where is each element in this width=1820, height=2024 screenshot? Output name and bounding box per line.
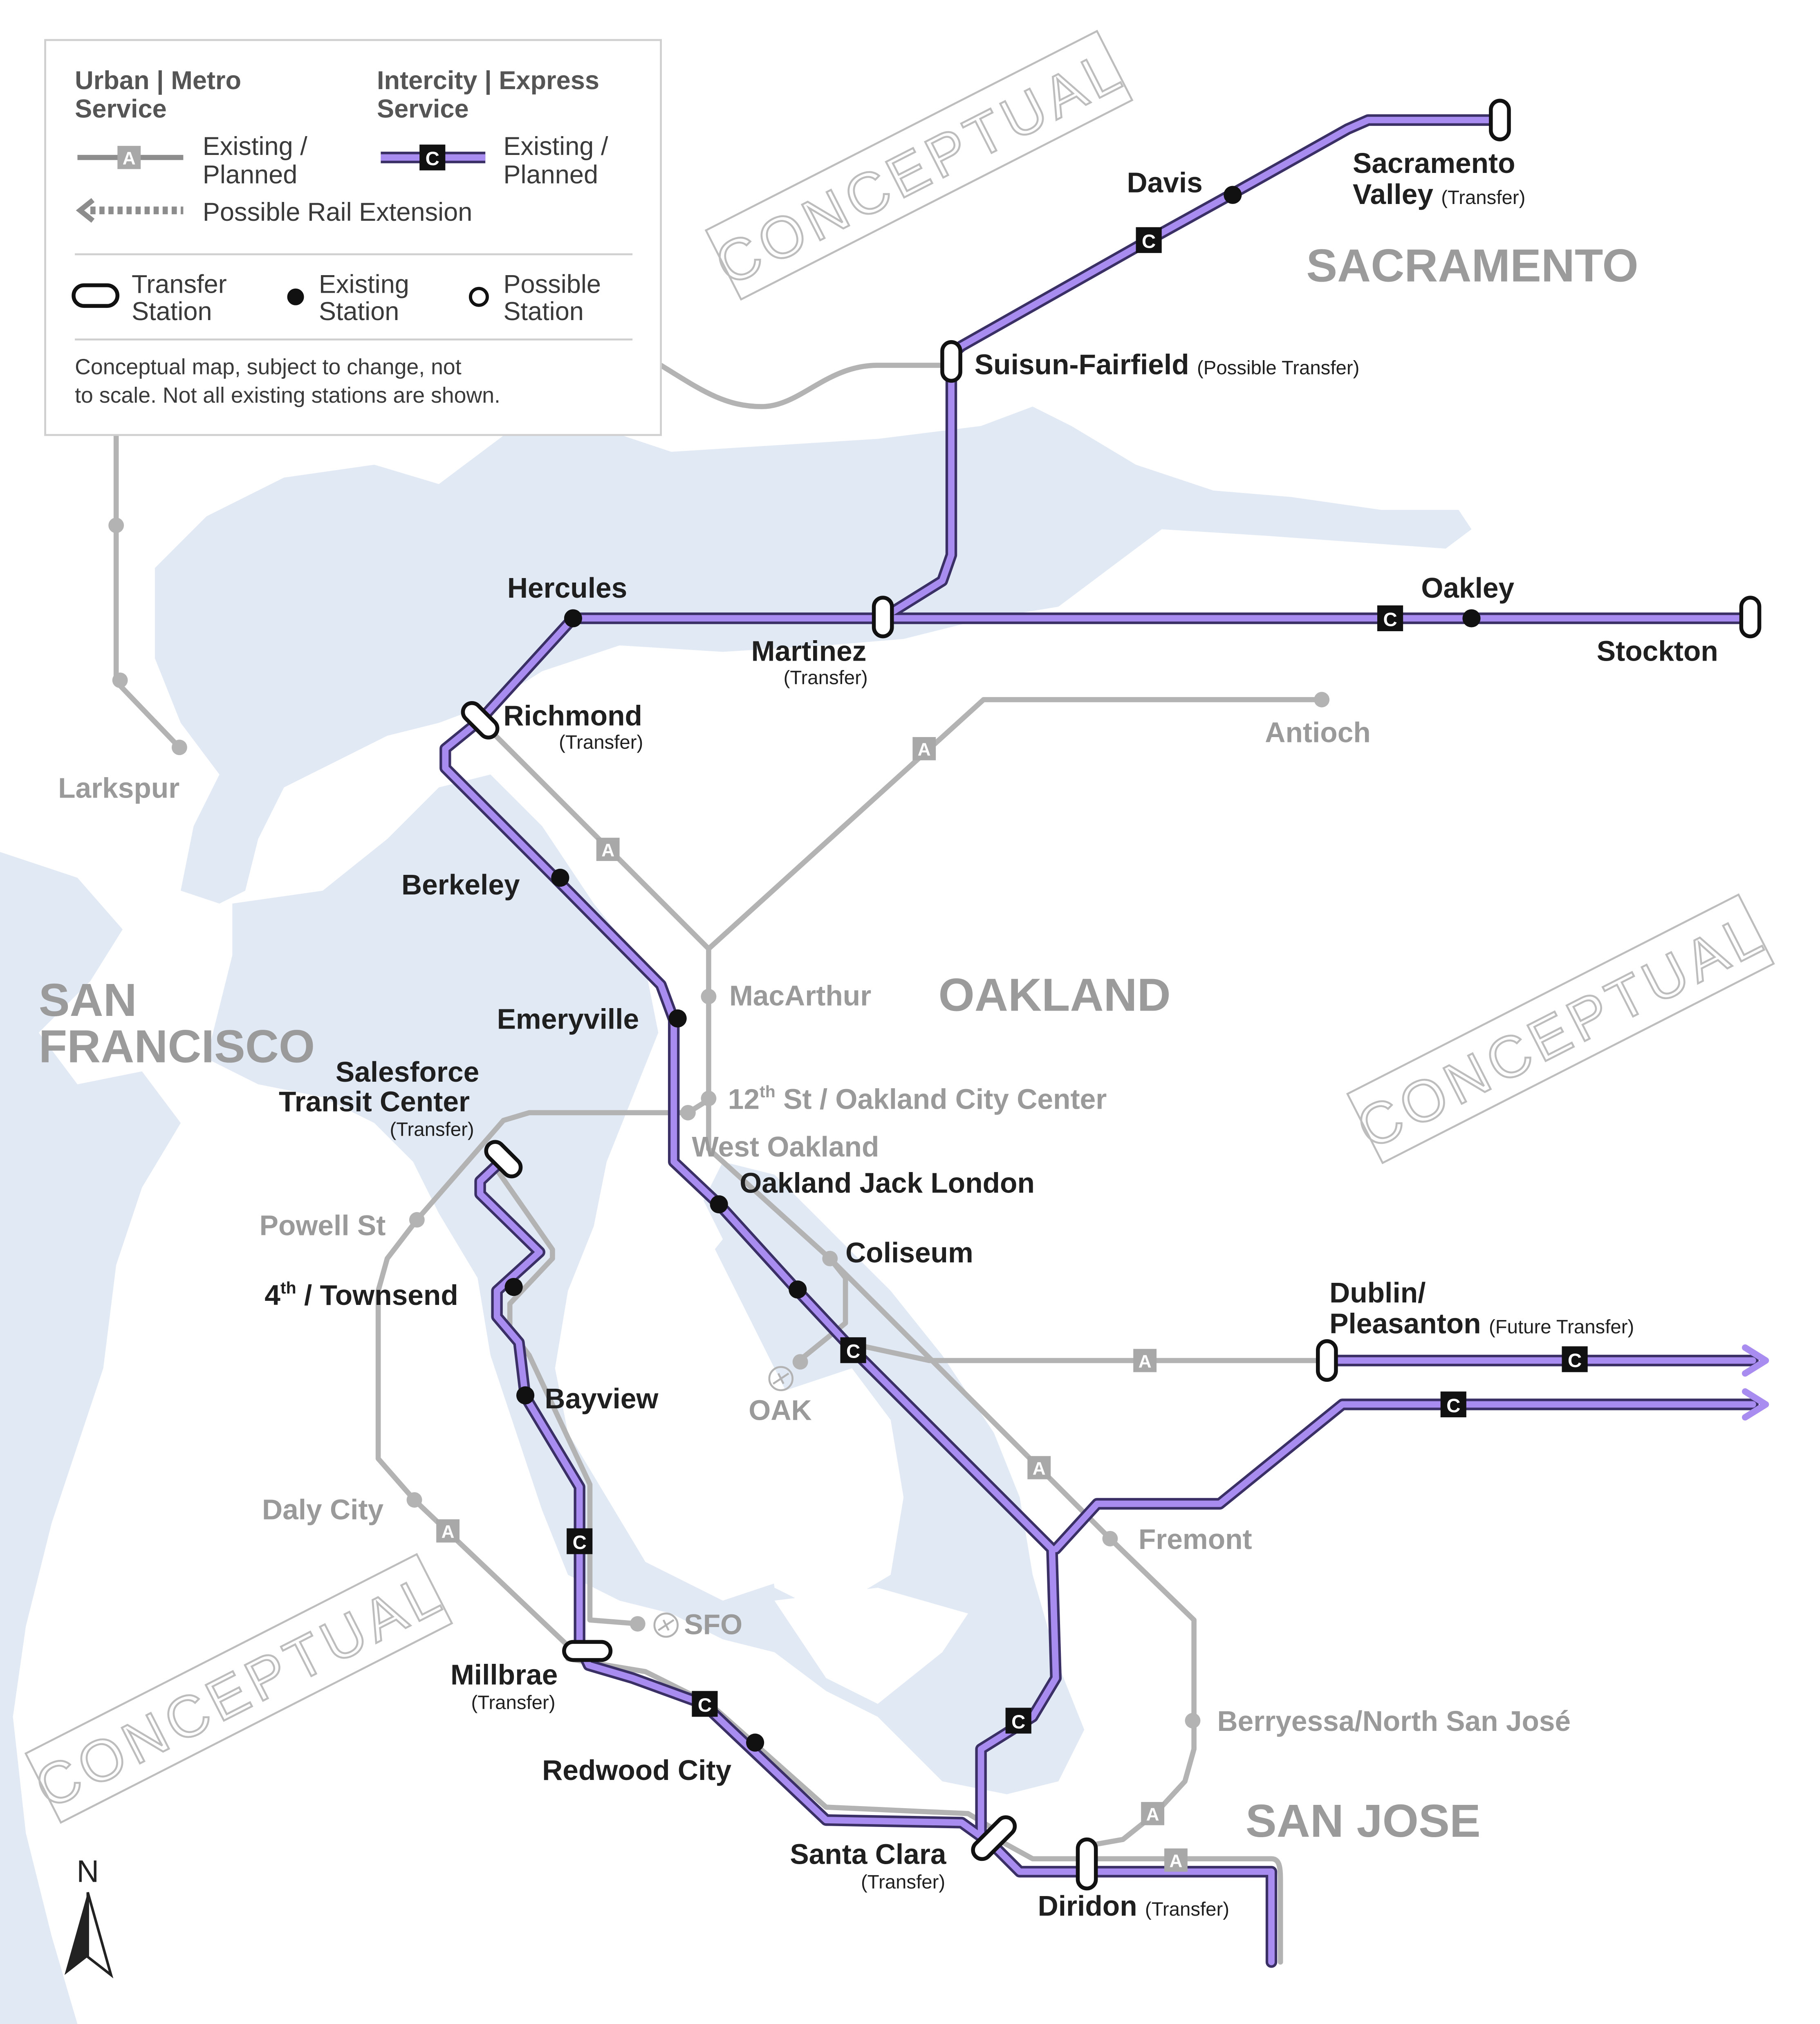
svg-text:OAK: OAK bbox=[749, 1394, 811, 1426]
svg-text:SAN: SAN bbox=[39, 974, 137, 1026]
svg-text:Intercity | Express: Intercity | Express bbox=[377, 66, 599, 95]
transfer-stations bbox=[461, 99, 1762, 1891]
svg-text:Antioch: Antioch bbox=[1265, 717, 1370, 749]
svg-text:Davis: Davis bbox=[1127, 166, 1202, 198]
svg-text:Bayview: Bayview bbox=[545, 1383, 659, 1414]
svg-text:Planned: Planned bbox=[503, 160, 598, 189]
airport-icon bbox=[653, 1612, 679, 1638]
svg-text:FRANCISCO: FRANCISCO bbox=[39, 1021, 315, 1073]
svg-text:Possible Rail Extension: Possible Rail Extension bbox=[203, 198, 473, 226]
svg-text:West Oakland: West Oakland bbox=[692, 1131, 879, 1163]
svg-text:OAKLAND: OAKLAND bbox=[938, 969, 1170, 1021]
north-arrow-icon bbox=[64, 1892, 88, 1975]
svg-text:4th / Townsend: 4th / Townsend bbox=[264, 1278, 458, 1311]
possible-station-icon bbox=[468, 287, 489, 307]
svg-text:Oakland Jack London: Oakland Jack London bbox=[740, 1167, 1035, 1199]
svg-text:Station: Station bbox=[132, 297, 212, 326]
svg-text:Existing /: Existing / bbox=[503, 132, 608, 161]
svg-text:(Transfer): (Transfer) bbox=[861, 1871, 945, 1893]
svg-text:Valley (Transfer): Valley (Transfer) bbox=[1353, 178, 1525, 210]
svg-text:SACRAMENTO: SACRAMENTO bbox=[1306, 240, 1638, 291]
transfer-station-icon bbox=[72, 283, 120, 308]
svg-text:Berryessa/North San José: Berryessa/North San José bbox=[1217, 1705, 1571, 1737]
svg-text:Martinez: Martinez bbox=[751, 635, 867, 667]
svg-text:Pleasanton (Future Transfer): Pleasanton (Future Transfer) bbox=[1329, 1308, 1634, 1340]
svg-text:Suisun-Fairfield (Possible Tra: Suisun-Fairfield (Possible Transfer) bbox=[975, 349, 1360, 381]
svg-text:Station: Station bbox=[503, 297, 584, 326]
svg-text:Oakley: Oakley bbox=[1421, 572, 1514, 604]
svg-text:Conceptual map, subject to cha: Conceptual map, subject to change, not bbox=[75, 355, 462, 379]
svg-text:Planned: Planned bbox=[203, 160, 298, 189]
svg-text:to scale. Not all existing sta: to scale. Not all existing stations are … bbox=[75, 383, 500, 408]
svg-text:Millbrae: Millbrae bbox=[451, 1659, 558, 1691]
svg-text:Transfer: Transfer bbox=[132, 270, 227, 299]
airport-icon bbox=[768, 1366, 794, 1392]
svg-text:Powell St: Powell St bbox=[260, 1210, 386, 1242]
svg-text:Transit Center: Transit Center bbox=[279, 1086, 470, 1118]
svg-text:Richmond: Richmond bbox=[503, 700, 642, 732]
existing-stations bbox=[504, 186, 1481, 1752]
svg-text:N: N bbox=[76, 1854, 99, 1889]
svg-text:Santa Clara: Santa Clara bbox=[790, 1838, 947, 1870]
legend: Urban | Metro Service Intercity | Expres… bbox=[44, 39, 662, 436]
svg-text:SAN JOSE: SAN JOSE bbox=[1246, 1795, 1481, 1847]
svg-text:Diridon (Transfer): Diridon (Transfer) bbox=[1038, 1890, 1229, 1922]
svg-text:Existing /: Existing / bbox=[203, 132, 308, 161]
svg-text:12th St / Oakland City Center: 12th St / Oakland City Center bbox=[728, 1082, 1107, 1115]
extension-arrow-icon bbox=[1742, 1344, 1769, 1377]
svg-text:SFO: SFO bbox=[684, 1608, 742, 1640]
extension-arrow-icon bbox=[76, 198, 95, 223]
svg-text:Dublin/: Dublin/ bbox=[1329, 1277, 1426, 1309]
gray-stations bbox=[108, 518, 1330, 1728]
svg-text:Redwood City: Redwood City bbox=[542, 1754, 731, 1786]
svg-text:Fremont: Fremont bbox=[1139, 1523, 1252, 1555]
extension-arrow-icon bbox=[1742, 1388, 1769, 1421]
svg-text:Salesforce: Salesforce bbox=[336, 1056, 479, 1088]
svg-text:(Transfer): (Transfer) bbox=[390, 1119, 474, 1141]
station-labels: Sacramento Valley (Transfer) Davis Suisu… bbox=[58, 147, 1718, 1922]
svg-text:Urban | Metro: Urban | Metro bbox=[75, 66, 241, 95]
svg-text:Existing: Existing bbox=[319, 270, 409, 299]
svg-text:Hercules: Hercules bbox=[507, 572, 627, 604]
svg-text:Coliseum: Coliseum bbox=[845, 1237, 973, 1269]
svg-text:Service: Service bbox=[377, 94, 469, 123]
svg-text:Possible: Possible bbox=[503, 270, 601, 299]
existing-station-icon bbox=[287, 288, 304, 305]
svg-text:Emeryville: Emeryville bbox=[497, 1003, 639, 1035]
svg-text:(Transfer): (Transfer) bbox=[784, 667, 868, 688]
svg-text:Station: Station bbox=[319, 297, 399, 326]
svg-text:Larkspur: Larkspur bbox=[58, 772, 179, 804]
svg-text:(Transfer): (Transfer) bbox=[471, 1692, 555, 1714]
svg-text:(Transfer): (Transfer) bbox=[559, 731, 643, 753]
north-arrow: N bbox=[64, 1854, 114, 1979]
svg-text:Stockton: Stockton bbox=[1597, 635, 1718, 667]
svg-text:Service: Service bbox=[75, 94, 167, 123]
svg-text:Sacramento: Sacramento bbox=[1353, 147, 1515, 179]
region-labels: SACRAMENTO OAKLAND SAN FRANCISCO SAN JOS… bbox=[39, 240, 1638, 1847]
svg-text:MacArthur: MacArthur bbox=[729, 980, 871, 1012]
svg-text:Berkeley: Berkeley bbox=[401, 869, 520, 901]
svg-text:Daly City: Daly City bbox=[262, 1493, 384, 1525]
